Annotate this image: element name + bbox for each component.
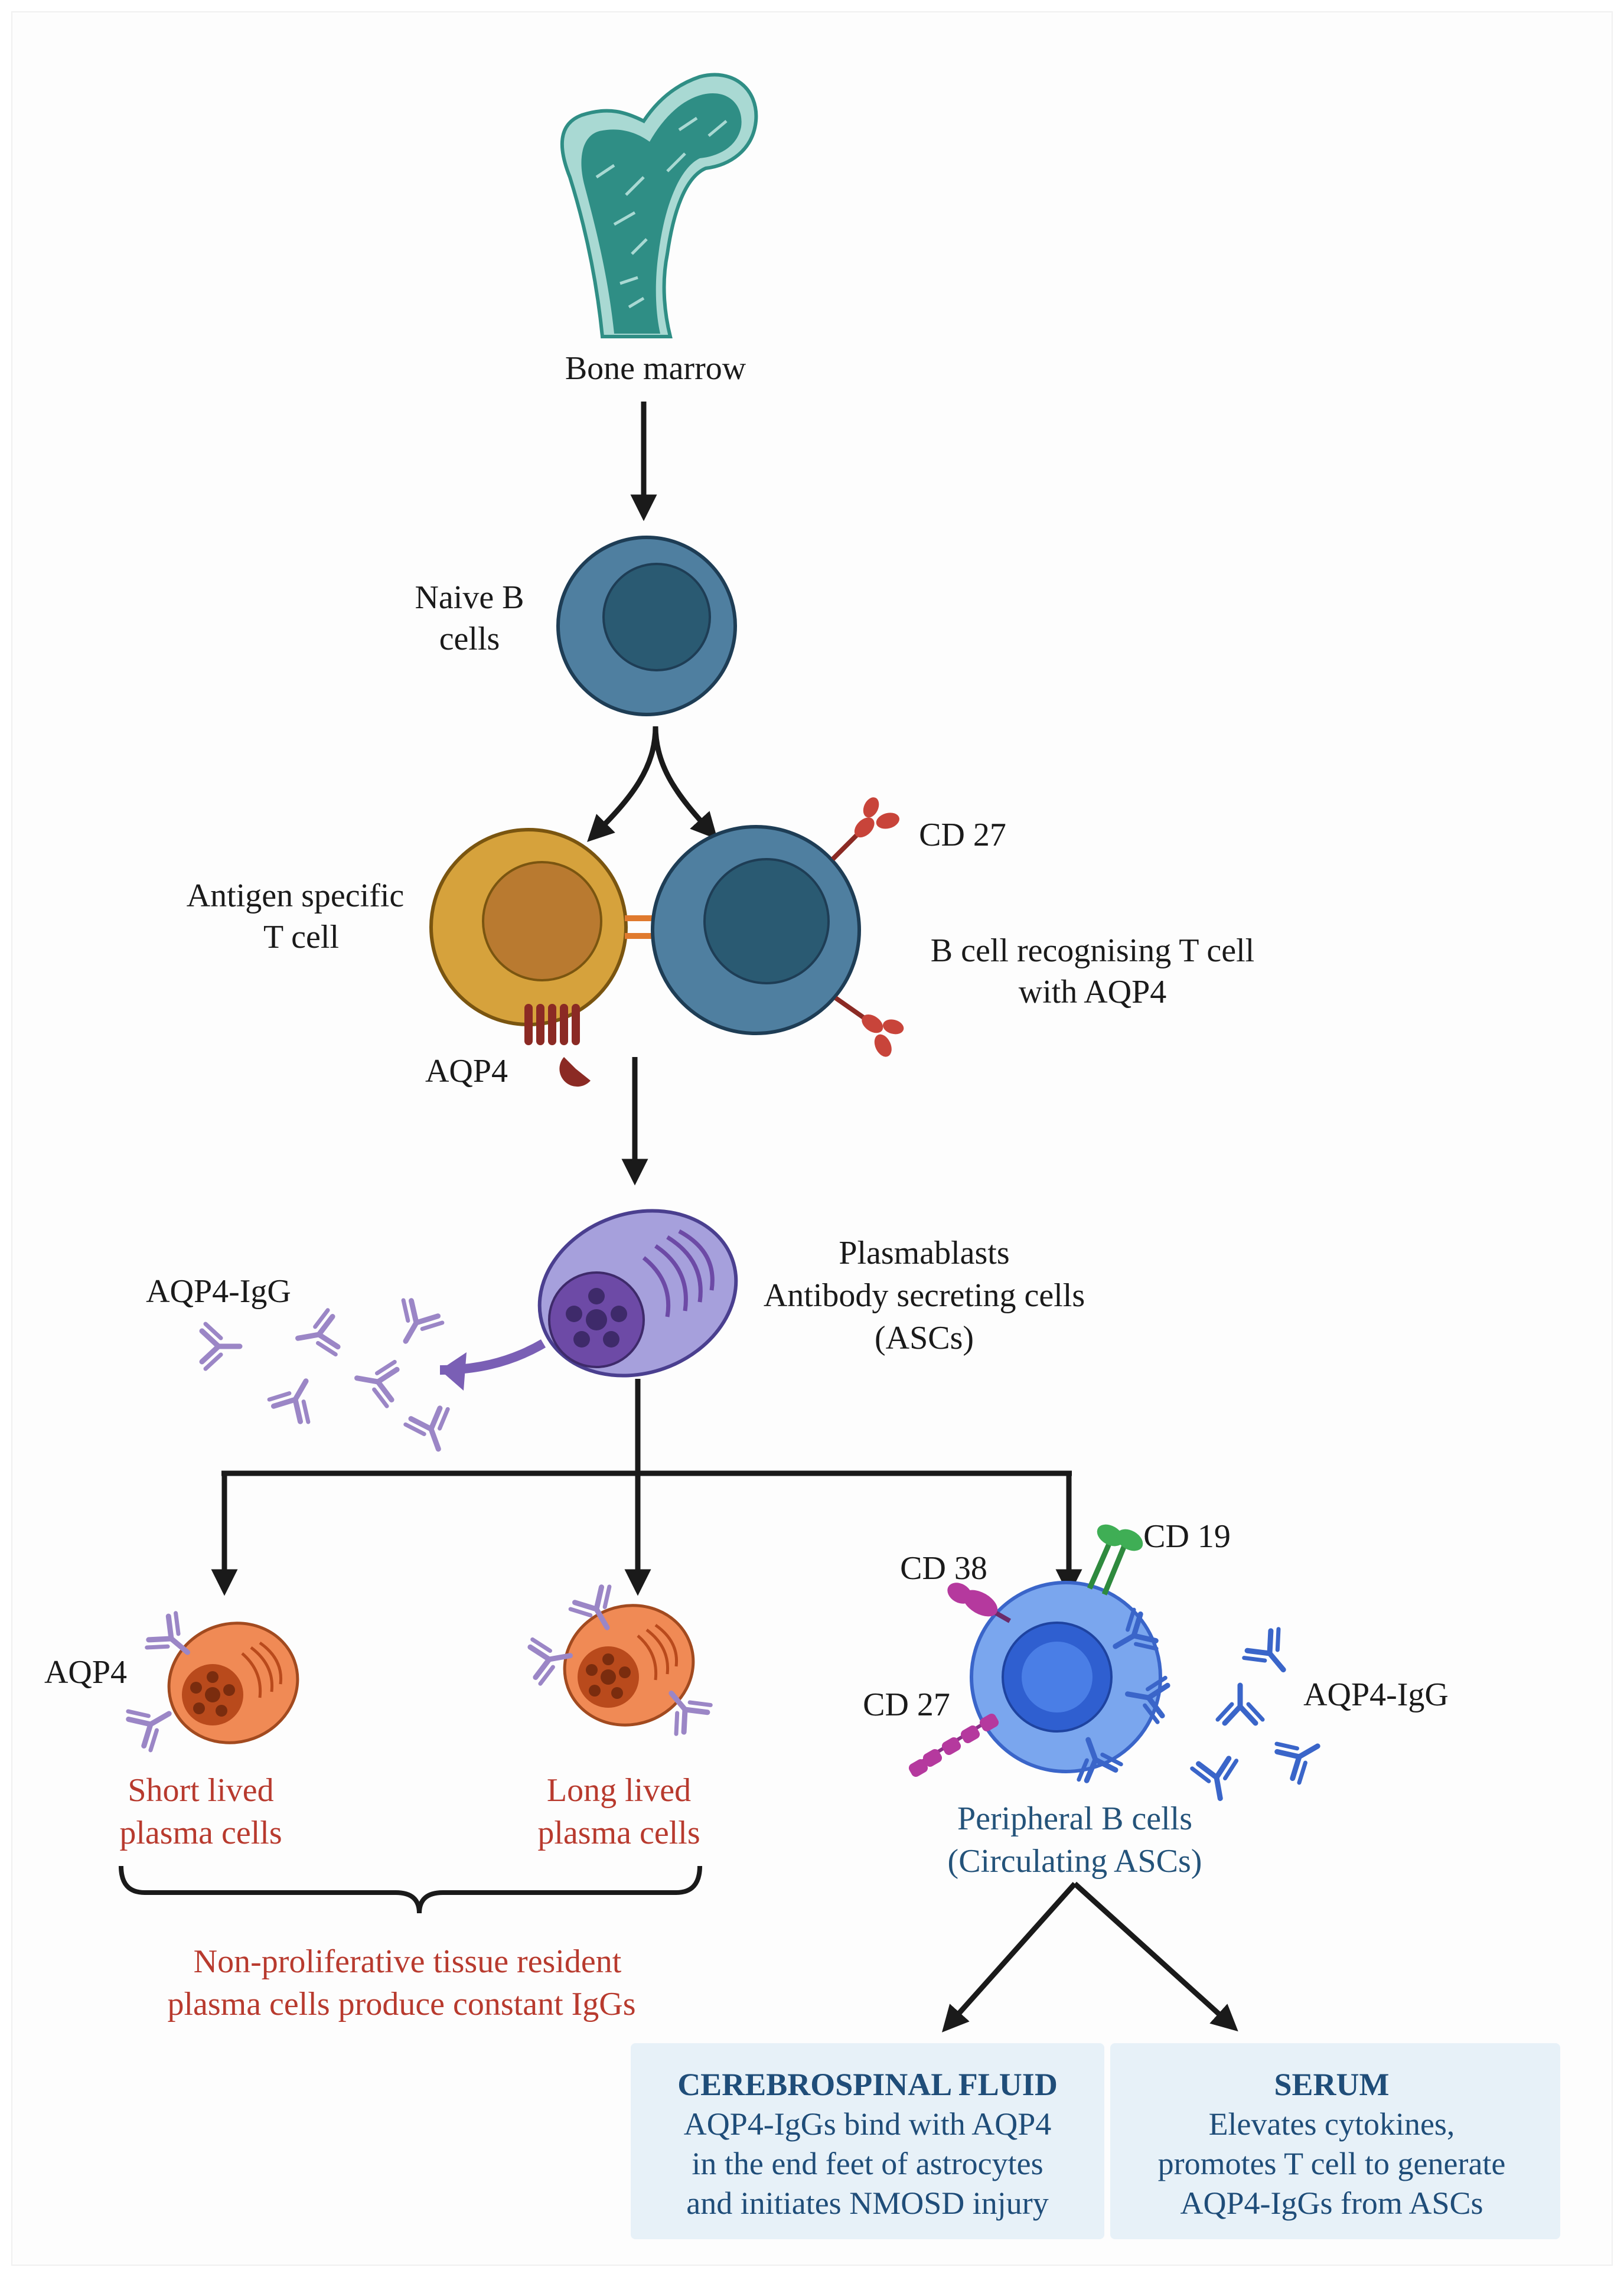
naive-b-cell: [556, 536, 737, 716]
long-lived-label-line1: Long lived: [547, 1772, 691, 1809]
short-lived-label-line2: plasma cells: [119, 1815, 282, 1851]
cd19-label: CD 19: [1143, 1518, 1231, 1555]
cd27-peripheral-label: CD 27: [863, 1686, 950, 1723]
bone-marrow-icon: [560, 73, 758, 338]
csf-line2: in the end feet of astrocytes: [692, 2146, 1043, 2181]
peripheral-b-cell: [970, 1581, 1162, 1773]
short-lived-label-line1: Short lived: [128, 1772, 273, 1809]
csf-line3: and initiates NMOSD injury: [686, 2185, 1048, 2221]
cd38-label: CD 38: [900, 1550, 987, 1587]
antigen-t-label-line1: Antigen specific: [187, 877, 405, 914]
serum-line3: AQP4-IgGs from ASCs: [1180, 2185, 1483, 2221]
naive-b-label-line2: cells: [439, 621, 500, 657]
long-lived-label-line2: plasma cells: [537, 1815, 700, 1851]
plasmablast-label-line2: Antibody secreting cells: [764, 1277, 1085, 1314]
short-lived-plasma-cell: [167, 1622, 299, 1744]
peripheral-label-line1: Peripheral B cells: [957, 1800, 1192, 1837]
b-recog-label-line1: B cell recognising T cell: [931, 932, 1254, 969]
csf-line1: AQP4-IgGs bind with AQP4: [684, 2106, 1052, 2142]
bone-marrow-label: Bone marrow: [565, 350, 746, 387]
arrow-to-csf: [942, 1882, 1077, 2033]
long-lived-plasma-cell: [563, 1604, 695, 1727]
cd27-peripheral-marker-icon: [908, 1714, 999, 1777]
serum-title: SERUM: [1274, 2067, 1389, 2102]
serum-line2: promotes T cell to generate: [1158, 2146, 1506, 2181]
tcell-bcell-synapse: [625, 915, 653, 939]
naive-b-label-line1: Naive B: [415, 579, 524, 616]
arrow-to-serum: [1072, 1881, 1238, 2032]
b-cell-recognising-t-cell: [651, 825, 861, 1035]
serum-line1: Elevates cytokines,: [1209, 2106, 1455, 2142]
cd27-top-label: CD 27: [919, 817, 1006, 853]
plasmablast-cell: [537, 1209, 738, 1378]
secretion-arrowhead: [440, 1352, 467, 1391]
aqp4-receptor-icon: [524, 1004, 591, 1087]
csf-title: CEREBROSPINAL FLUID: [677, 2067, 1058, 2102]
antigen-specific-t-cell: [429, 828, 628, 1026]
nonprolif-label-line1: Non-proliferative tissue resident: [194, 1943, 622, 1980]
arrow-naive-to-bcell: [653, 726, 718, 840]
cd38-marker-icon: [947, 1583, 1011, 1623]
plasmablast-label-line3: (ASCs): [875, 1320, 974, 1356]
cd19-marker-icon: [1087, 1524, 1143, 1596]
background-panel: [11, 11, 1613, 2266]
peripheral-label-line2: (Circulating ASCs): [948, 1843, 1202, 1880]
aqp4-tcell-label: AQP4: [425, 1053, 508, 1089]
nonprolif-label-line2: plasma cells produce constant IgGs: [167, 1986, 635, 2022]
aqp4-plasma-label: AQP4: [44, 1654, 127, 1691]
aqp4-igg-right-label: AQP4-IgG: [1303, 1676, 1449, 1713]
b-recog-label-line2: with AQP4: [1019, 974, 1167, 1010]
csf-box: CEREBROSPINAL FLUID AQP4-IgGs bind with …: [631, 2043, 1104, 2239]
serum-box: SERUM Elevates cytokines, promotes T cel…: [1110, 2043, 1560, 2239]
plasmablast-label-line1: Plasmablasts: [839, 1235, 1009, 1271]
grouping-brace: [119, 1865, 702, 1914]
aqp4-igg-left-label: AQP4-IgG: [146, 1273, 291, 1310]
antigen-t-label-line2: T cell: [263, 919, 339, 955]
